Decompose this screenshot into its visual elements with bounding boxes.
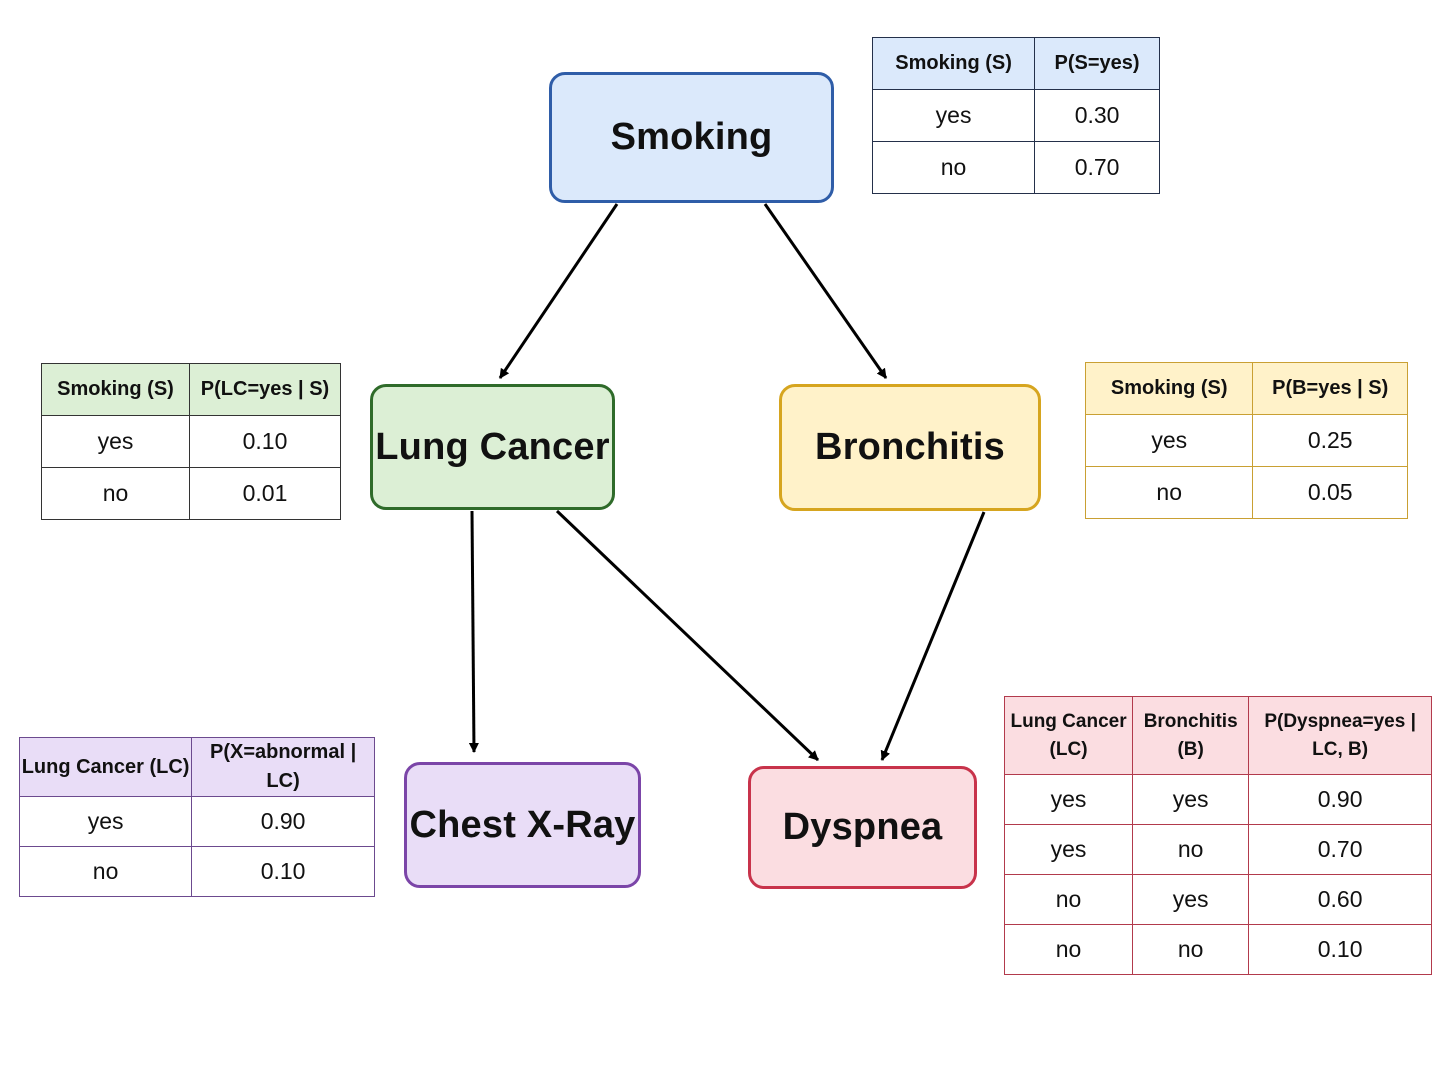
table-header-cell: Smoking (S) [1084,362,1254,415]
table-row: yes 0.25 [1084,414,1408,467]
table-header-row: Lung Cancer (LC) P(X=abnormal | LC) [18,737,375,797]
table-header-row: Smoking (S) P(B=yes | S) [1084,362,1408,415]
cpt-lung-cancer-table: Smoking (S) P(LC=yes | S) yes 0.10 no 0.… [41,363,341,520]
table-header-cell: Lung Cancer (LC) [1003,696,1134,775]
table-header-cell: P(LC=yes | S) [189,363,341,416]
table-row: yes no 0.70 [1003,824,1432,875]
table-cell: 0.90 [1248,774,1432,825]
edge-bronchitis-to-dyspnea [880,511,986,761]
table-cell: yes [1132,774,1250,825]
table-row: no 0.10 [18,846,375,897]
table-header-cell: P(B=yes | S) [1252,362,1408,415]
table-cell: no [1132,824,1250,875]
table-row: no no 0.10 [1003,924,1432,975]
table-cell: 0.10 [189,415,341,468]
table-cell: yes [1003,774,1134,825]
table-row: yes 0.30 [871,89,1160,142]
table-cell: no [1132,924,1250,975]
table-cell: yes [41,415,190,468]
table-header-row: Smoking (S) P(S=yes) [871,37,1160,90]
table-cell: 0.70 [1248,824,1432,875]
table-cell: 0.90 [191,796,375,847]
table-cell: no [18,846,193,897]
table-header-cell: P(Dyspnea=yes | LC, B) [1248,696,1432,775]
table-row: no 0.70 [871,141,1160,194]
table-cell: 0.60 [1248,874,1432,925]
table-cell: 0.70 [1034,141,1160,194]
cpt-smoking-table: Smoking (S) P(S=yes) yes 0.30 no 0.70 [871,37,1160,194]
table-header-cell: Smoking (S) [871,37,1036,90]
table-cell: no [871,141,1036,194]
table-row: no yes 0.60 [1003,874,1432,925]
table-header-cell: P(S=yes) [1034,37,1160,90]
table-row: no 0.01 [41,467,341,520]
table-row: yes 0.10 [41,415,341,468]
table-cell: 0.05 [1252,466,1408,519]
cpt-bronchitis-table: Smoking (S) P(B=yes | S) yes 0.25 no 0.0… [1084,362,1408,519]
node-bronchitis[interactable]: Bronchitis [779,384,1041,511]
table-cell: 0.30 [1034,89,1160,142]
node-chest-xray[interactable]: Chest X-Ray [404,762,641,888]
table-cell: no [1084,466,1254,519]
node-dyspnea[interactable]: Dyspnea [748,766,977,889]
table-cell: yes [1003,824,1134,875]
table-cell: 0.25 [1252,414,1408,467]
edge-lung-cancer-to-dyspnea [555,509,820,762]
table-header-cell: Smoking (S) [41,363,190,416]
table-cell: no [41,467,190,520]
table-row: yes yes 0.90 [1003,774,1432,825]
table-cell: no [1003,924,1134,975]
table-header-row: Smoking (S) P(LC=yes | S) [41,363,341,416]
edge-smoking-to-bronchitis [763,203,888,379]
table-cell: yes [1132,874,1250,925]
table-row: no 0.05 [1084,466,1408,519]
cpt-chest-xray-table: Lung Cancer (LC) P(X=abnormal | LC) yes … [18,737,375,897]
edge-lung-cancer-to-chest-xray [468,510,479,753]
table-cell: 0.10 [1248,924,1432,975]
table-cell: 0.10 [191,846,375,897]
table-header-cell: P(X=abnormal | LC) [191,737,375,797]
node-smoking[interactable]: Smoking [549,72,834,203]
cpt-dyspnea-table: Lung Cancer (LC) Bronchitis (B) P(Dyspne… [1003,696,1432,975]
table-header-row: Lung Cancer (LC) Bronchitis (B) P(Dyspne… [1003,696,1432,775]
table-cell: yes [871,89,1036,142]
table-cell: no [1003,874,1134,925]
table-header-cell: Lung Cancer (LC) [18,737,193,797]
table-header-cell: Bronchitis (B) [1132,696,1250,775]
table-cell: yes [18,796,193,847]
table-cell: yes [1084,414,1254,467]
table-row: yes 0.90 [18,796,375,847]
table-cell: 0.01 [189,467,341,520]
edge-smoking-to-lung-cancer [498,203,619,379]
node-lung-cancer[interactable]: Lung Cancer [370,384,615,510]
